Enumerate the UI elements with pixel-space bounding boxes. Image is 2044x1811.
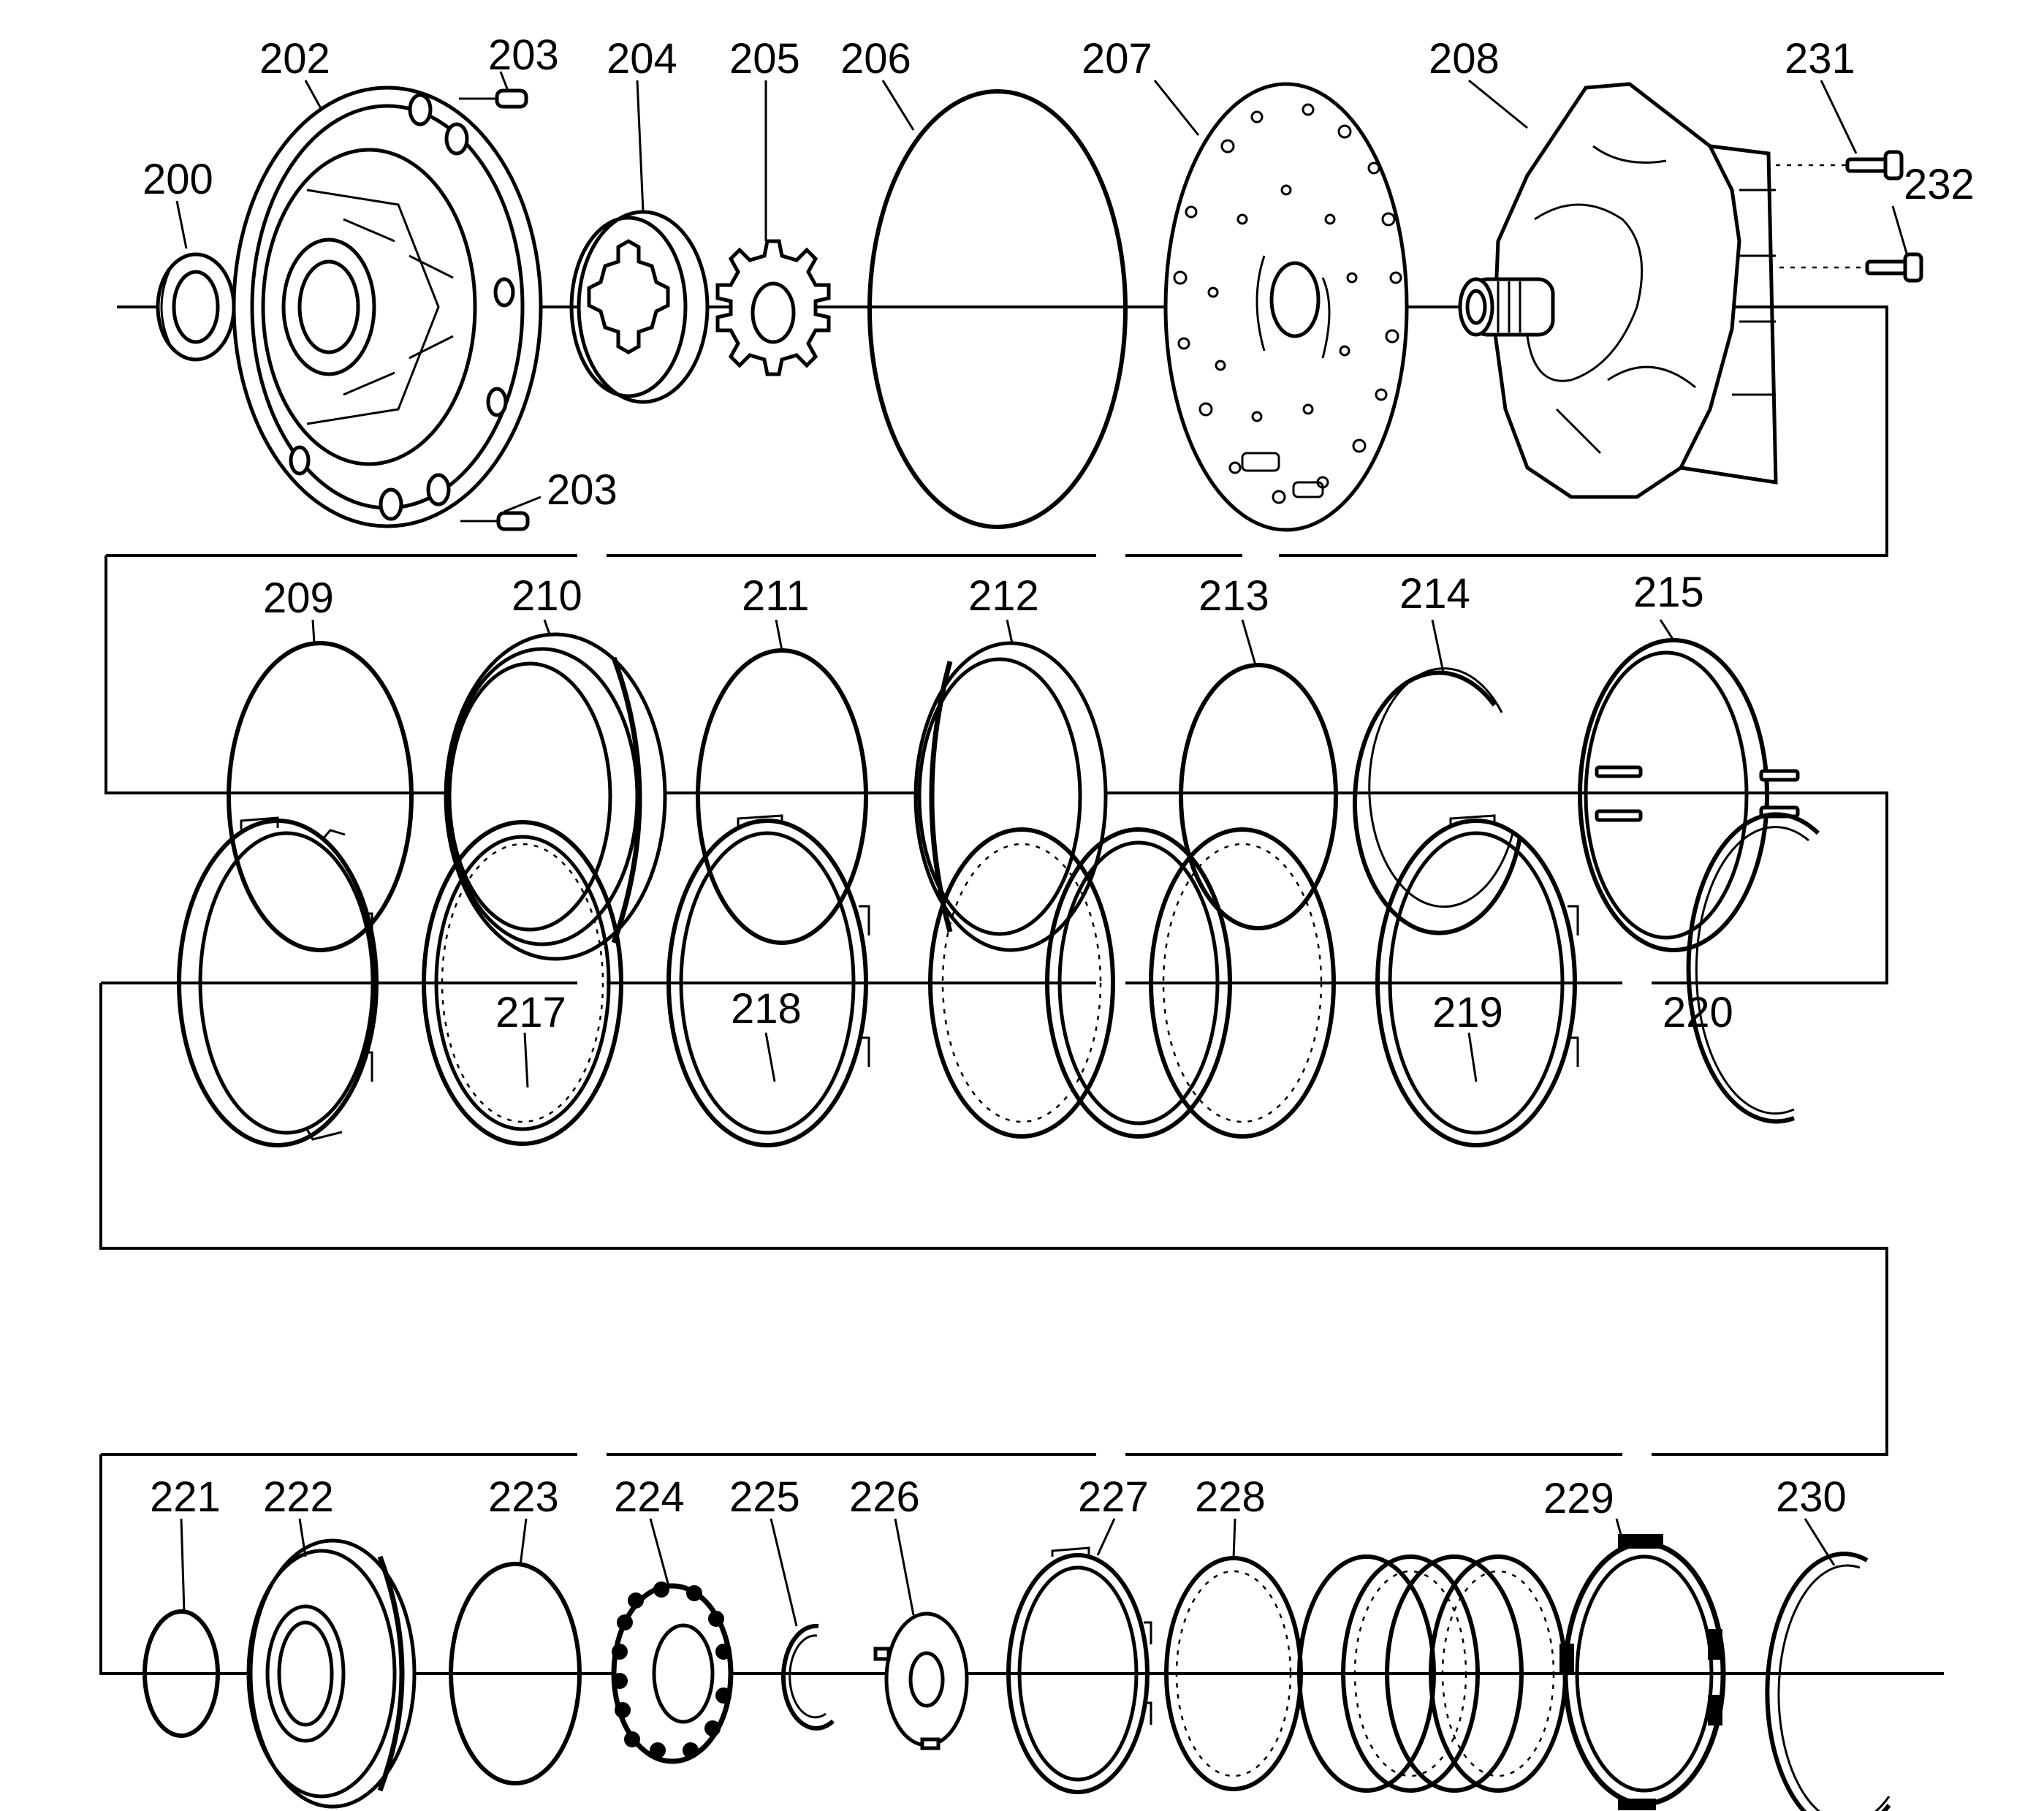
part-226-thrust-washer: [873, 1611, 969, 1750]
label-200: 200: [143, 156, 213, 203]
label-224: 224: [614, 1473, 685, 1521]
label-229: 229: [1543, 1475, 1614, 1522]
label-203-bottom: 203: [547, 466, 618, 514]
part-217-friction-plate: [422, 820, 623, 1146]
part-223-seal-ring: [449, 1562, 582, 1785]
part-204-pump-outer-gear: [569, 210, 710, 404]
part-210-piston: [444, 632, 667, 961]
part-221-seal-ring: [143, 1609, 220, 1738]
part-219-clutch-plate: [1375, 814, 1579, 1147]
part-218-clutch-plate: [666, 814, 870, 1147]
part-207-spacer-plate: [1163, 82, 1409, 532]
part-208-pump-body: [1458, 82, 1778, 499]
part-229-backing-plate: [1559, 1534, 1726, 1810]
part-220-snap-ring: [1686, 812, 1820, 1124]
part-206-seal-ring: [867, 89, 1128, 529]
label-230: 230: [1776, 1473, 1847, 1521]
label-222: 222: [263, 1473, 334, 1521]
label-221: 221: [150, 1473, 221, 1521]
label-207: 207: [1082, 35, 1152, 83]
part-202-pump-cover: [232, 86, 543, 528]
label-215: 215: [1633, 569, 1704, 616]
part-214-snap-ring: [1352, 667, 1522, 935]
part-203-dowel-pin-top: [459, 88, 528, 109]
label-203-top: 203: [488, 31, 559, 79]
part-212-seal: [913, 641, 1108, 952]
label-208: 208: [1429, 35, 1500, 83]
part-211-seal-ring: [696, 648, 868, 945]
label-226: 226: [849, 1473, 920, 1521]
part-225-snap-ring: [781, 1623, 835, 1731]
part-231-bolt: [1776, 150, 1904, 181]
label-206: 206: [840, 35, 911, 83]
part-209-seal-ring: [227, 641, 414, 952]
label-232: 232: [1904, 161, 1975, 208]
label-205: 205: [729, 35, 800, 83]
label-227: 227: [1078, 1473, 1149, 1521]
part-232-bolt: [1779, 252, 1923, 283]
label-204: 204: [607, 35, 677, 83]
label-211: 211: [742, 572, 809, 620]
part-224-spring-assembly: [611, 1582, 734, 1764]
part-200-seal: [156, 252, 236, 362]
part-227-clutch-plate: [1006, 1546, 1152, 1794]
part-216-clutch-plate: [177, 816, 379, 1147]
part-203-dowel-pin-bottom: [460, 511, 530, 531]
label-220: 220: [1663, 989, 1733, 1036]
label-209: 209: [263, 574, 334, 622]
callout-labels: 200 202 203 203 204 205 206 207 208 231 …: [143, 31, 1975, 1522]
label-228: 228: [1195, 1473, 1266, 1521]
label-213: 213: [1198, 572, 1269, 620]
part-clutch-pack-mid: [928, 827, 1336, 1139]
part-215-spring-assembly: [1578, 638, 1800, 952]
part-213-seal-ring: [1179, 663, 1338, 930]
label-225: 225: [729, 1473, 800, 1521]
label-212: 212: [968, 572, 1039, 620]
label-217: 217: [495, 989, 566, 1036]
assembly-axis-line: [99, 305, 1944, 1675]
label-219: 219: [1432, 989, 1503, 1036]
label-223: 223: [488, 1473, 559, 1521]
part-230-snap-ring: [1765, 1552, 1891, 1811]
part-205-pump-inner-gear: [715, 239, 831, 376]
part-222-piston: [246, 1538, 417, 1809]
label-231: 231: [1785, 35, 1855, 83]
label-202: 202: [259, 35, 330, 83]
label-210: 210: [512, 572, 582, 620]
label-218: 218: [731, 985, 802, 1033]
callout-leaders: [175, 71, 1909, 1627]
label-214: 214: [1399, 570, 1470, 618]
